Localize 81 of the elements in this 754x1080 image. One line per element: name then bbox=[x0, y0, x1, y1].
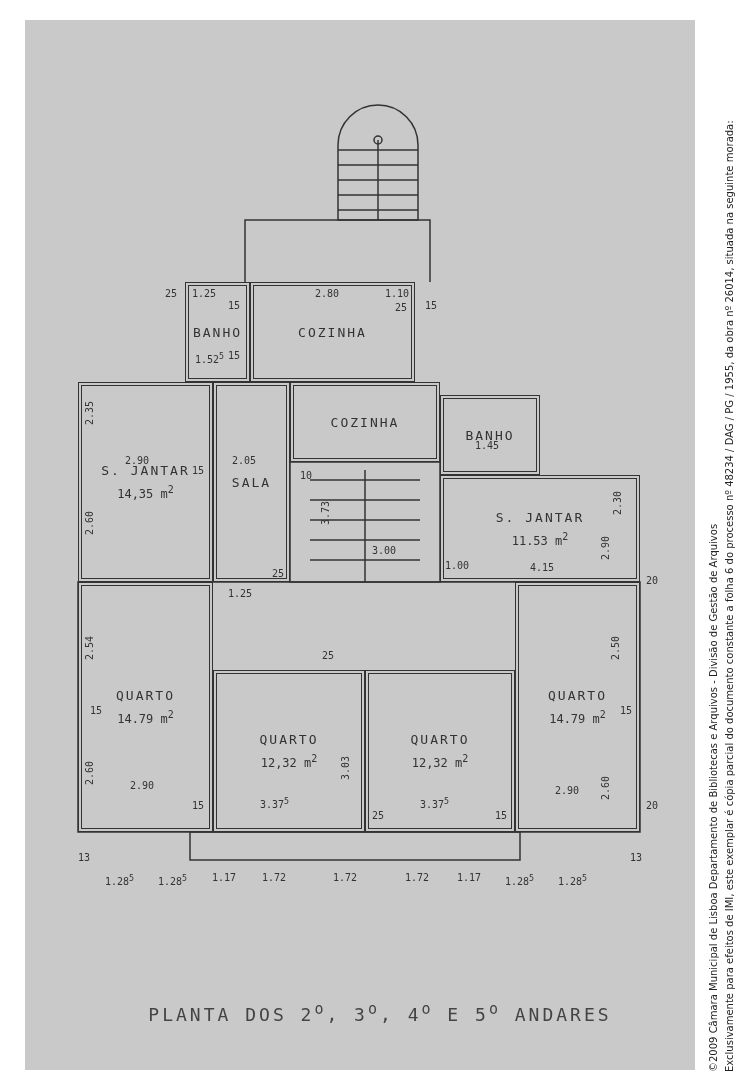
room bbox=[78, 382, 213, 582]
room bbox=[440, 475, 640, 582]
room bbox=[515, 582, 640, 832]
dimension-label: 2.30 bbox=[612, 490, 624, 515]
dimension-label: 15 bbox=[425, 300, 438, 312]
dimension-label: 13 bbox=[630, 852, 643, 864]
room-area: 11.53 m$^{2}$ bbox=[511, 530, 569, 548]
room-area: 14,35 m$^{2}$ bbox=[117, 484, 174, 501]
room-name: COZINHA bbox=[330, 414, 400, 430]
dimension-label: 13 bbox=[78, 852, 91, 864]
dimension-label: 1.72 bbox=[405, 872, 430, 884]
plan-title: PLANTA DOS 2$^{o}$, 3$^{o}$, 4$^{o}$ E 5$^{o}$ ANDARES bbox=[147, 1000, 613, 1025]
dimension-label: 1.28$^{5}$ bbox=[105, 872, 135, 889]
dimension-label: 3.37$^{5}$ bbox=[420, 795, 450, 812]
dimension-label: 2.05 bbox=[232, 455, 257, 467]
dimension-label: 1.72 bbox=[262, 872, 287, 884]
dimension-label: 2.80 bbox=[315, 288, 340, 300]
room-name: SALA bbox=[231, 474, 272, 490]
dimension-label: 15 bbox=[90, 705, 103, 717]
room bbox=[213, 670, 365, 832]
dimension-label: 20 bbox=[646, 800, 659, 812]
dimension-label: 20 bbox=[646, 575, 659, 587]
archive-stamp-text: Exclusivamente para efeitos de IMI, este exemplar é cópia parcial do documento constante a folha 6 do processo nº 48234 / DAG / PG / 1955, da obra nº 26014, situada na seguinte morada: bbox=[724, 120, 735, 1072]
dimension-label: 4.15 bbox=[530, 562, 555, 574]
room-name: S. JANTAR bbox=[101, 463, 190, 478]
room-name: BANHO bbox=[192, 324, 243, 340]
dimension-label: 1.00 bbox=[445, 560, 470, 572]
room-area: 12,32 m$^{2}$ bbox=[411, 753, 469, 770]
room bbox=[440, 395, 540, 475]
dimension-label: 3.03 bbox=[340, 755, 352, 780]
room bbox=[365, 670, 515, 832]
room bbox=[290, 382, 440, 462]
dimension-label: 1.28$^{5}$ bbox=[505, 872, 535, 889]
dimension-label: 1.25 bbox=[228, 588, 253, 600]
dimension-label: 2.90 bbox=[555, 785, 580, 797]
dimension-label: 2.60 bbox=[84, 510, 96, 535]
dimension-label: 25 bbox=[395, 302, 408, 314]
dimension-label: 15 bbox=[192, 800, 205, 812]
dimension-label: 3.37$^{5}$ bbox=[260, 795, 290, 812]
dimension-label: 1.17 bbox=[212, 872, 237, 884]
dimension-label: 3.00 bbox=[372, 545, 397, 557]
dimension-label: 2.50 bbox=[610, 635, 622, 660]
room-area: 14.79 m$^{2}$ bbox=[549, 709, 606, 726]
dimension-label: 25 bbox=[272, 568, 285, 580]
dimension-label: 25 bbox=[322, 650, 335, 662]
dimension-label: 15 bbox=[228, 350, 241, 362]
dimension-label: 1.52$^{5}$ bbox=[195, 350, 225, 367]
room bbox=[78, 582, 213, 832]
dimension-label: 10 bbox=[300, 470, 313, 482]
dimension-label: 2.60 bbox=[600, 775, 612, 800]
dimension-label: 25 bbox=[165, 288, 178, 300]
dimension-label: 15 bbox=[228, 300, 241, 312]
room-name: QUARTO bbox=[548, 688, 607, 703]
dimension-label: 1.28$^{5}$ bbox=[158, 872, 188, 889]
room bbox=[213, 382, 290, 582]
dimension-label: 15 bbox=[192, 465, 205, 477]
dimension-label: 1.25 bbox=[192, 288, 217, 300]
room-name: QUARTO bbox=[259, 732, 319, 747]
dimension-label: 2.90 bbox=[600, 535, 612, 560]
dimension-label: 2.54 bbox=[84, 635, 96, 660]
room-name: QUARTO bbox=[410, 732, 470, 747]
dimension-label: 1.17 bbox=[457, 872, 482, 884]
dimension-label: 1.45 bbox=[475, 440, 500, 452]
room-name: S. JANTAR bbox=[495, 509, 585, 525]
room bbox=[250, 282, 415, 382]
room-name: COZINHA bbox=[298, 324, 367, 340]
dimension-label: 15 bbox=[620, 705, 633, 717]
dimension-label: 15 bbox=[495, 810, 508, 822]
dimension-label: 1.10 bbox=[385, 288, 410, 300]
dimension-label: 2.60 bbox=[84, 760, 96, 785]
dimension-label: 2.90 bbox=[130, 780, 155, 792]
dimension-label: 1.72 bbox=[333, 872, 358, 884]
dimension-label: 2.35 bbox=[84, 400, 96, 425]
room-area: 14.79 m$^{2}$ bbox=[117, 709, 174, 726]
room-name: QUARTO bbox=[116, 688, 175, 703]
room bbox=[185, 282, 250, 382]
room-area: 12,32 m$^{2}$ bbox=[260, 753, 318, 770]
archive-stamp-text: ©2009 Câmara Municipal de Lisboa Departamento de Bibliotecas e Arquivos - Divisão de Gestão de Arquivos bbox=[708, 523, 719, 1072]
dimension-label: 25 bbox=[372, 810, 385, 822]
dimension-label: 2.90 bbox=[125, 455, 150, 466]
dimension-label: 1.28$^{5}$ bbox=[558, 872, 588, 889]
